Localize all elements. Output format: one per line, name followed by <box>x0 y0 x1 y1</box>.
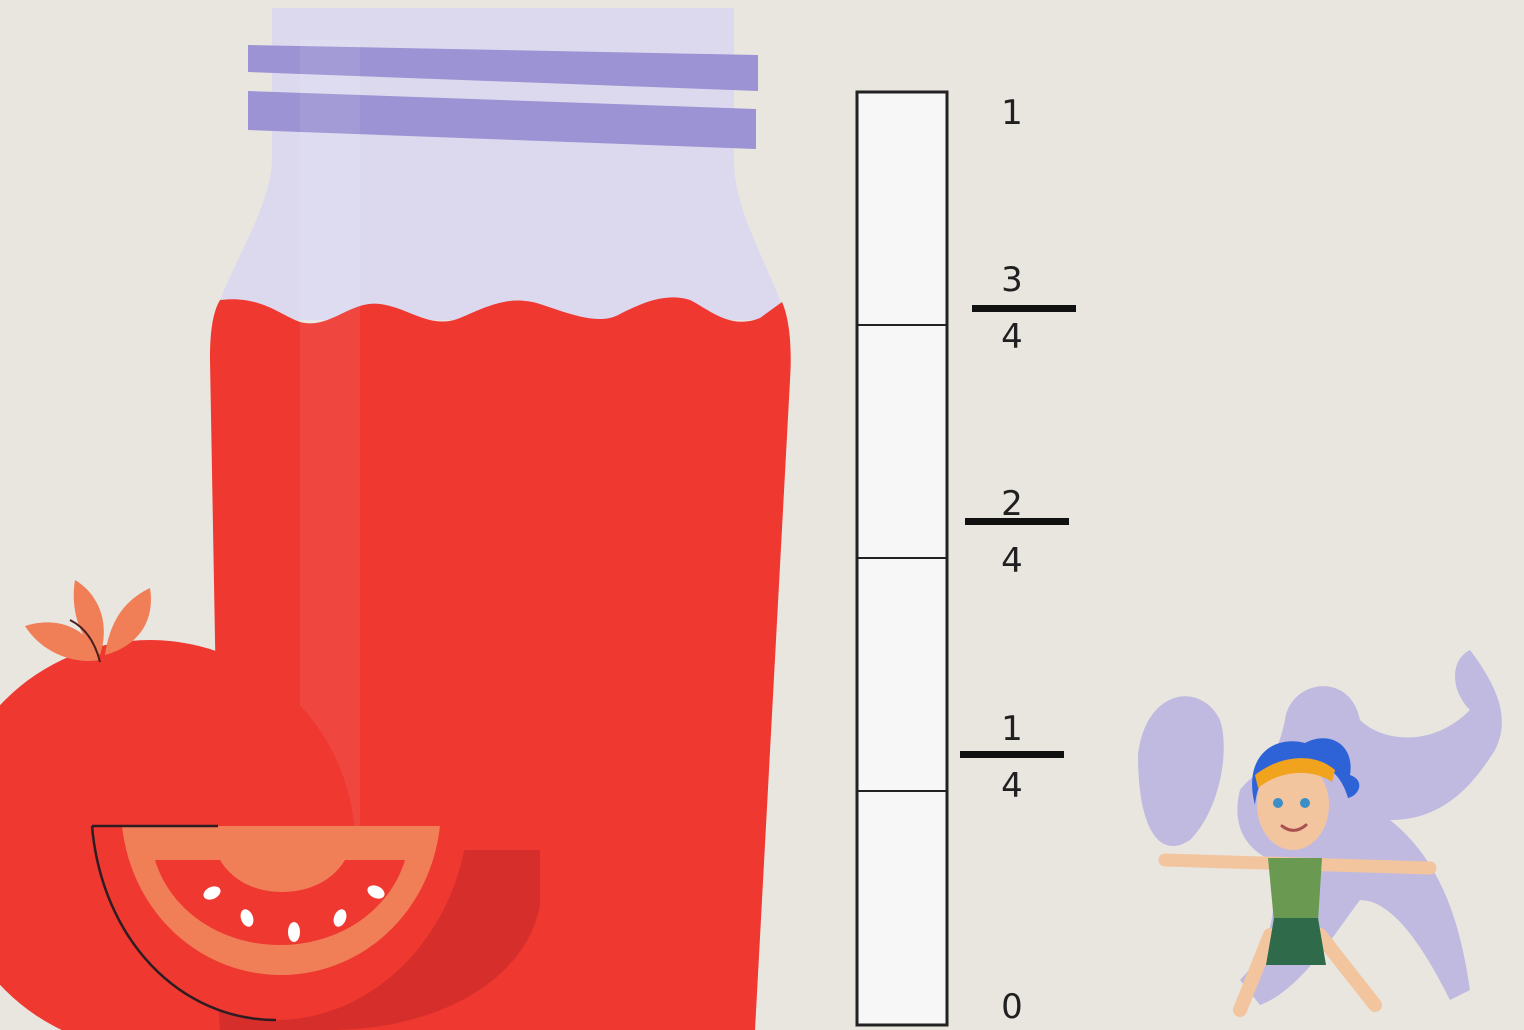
fraction-bar <box>965 518 1069 525</box>
seed-icon <box>288 922 300 942</box>
fraction-numerator: 3 <box>962 263 1062 297</box>
fraction-numerator: 2 <box>962 487 1062 521</box>
fraction-denominator: 4 <box>962 320 1062 354</box>
fraction-one-quarter: 1 4 <box>962 712 1092 832</box>
scale-top-label: 1 <box>982 96 1042 130</box>
warrior-pose-avatar <box>1138 650 1502 1010</box>
fraction-half: 2 4 <box>962 487 1092 607</box>
fraction-denominator: 4 <box>962 769 1062 803</box>
scale-bottom-label: 0 <box>982 990 1042 1024</box>
fraction-scale <box>857 92 947 1025</box>
fraction-bar <box>960 751 1064 758</box>
avatar-shirt <box>1268 858 1322 922</box>
fraction-numerator: 1 <box>962 712 1062 746</box>
avatar-skirt <box>1266 918 1326 965</box>
fraction-three-quarters: 3 4 <box>962 263 1092 383</box>
fraction-denominator: 4 <box>962 544 1062 578</box>
avatar-eye-left <box>1273 798 1283 808</box>
fraction-bar <box>972 305 1076 312</box>
avatar-eye-right <box>1300 798 1310 808</box>
